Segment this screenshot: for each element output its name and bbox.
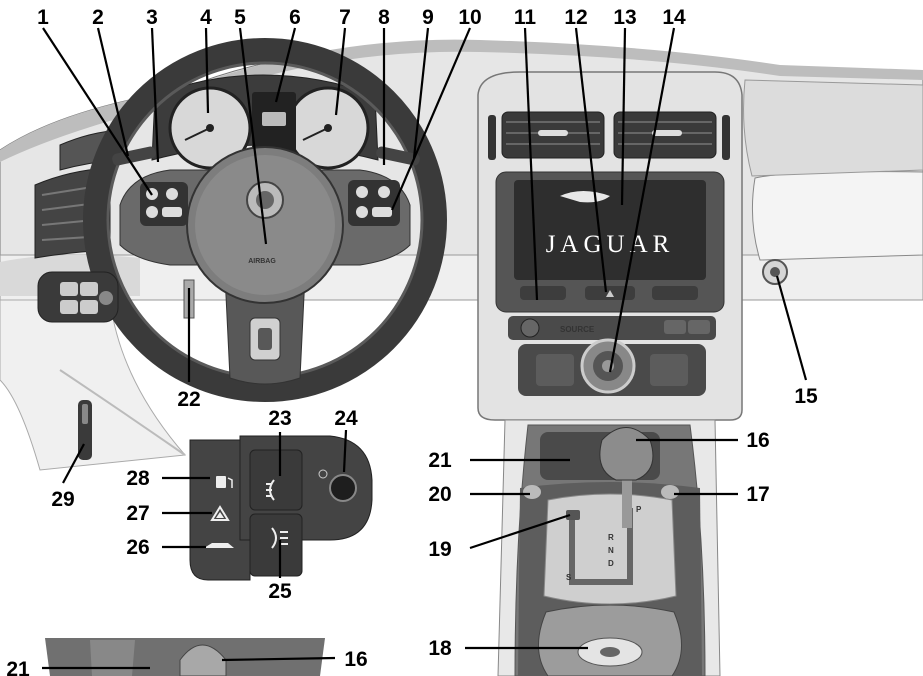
front-fog-lamp-icon xyxy=(266,479,275,501)
switch-pack-inset xyxy=(189,435,373,581)
callout-15: 15 xyxy=(794,385,818,408)
car-boot-icon xyxy=(204,543,234,548)
callout-16-inset: 16 xyxy=(344,648,367,671)
callout-25: 25 xyxy=(268,580,292,603)
callout-2: 2 xyxy=(92,6,104,29)
callout-numbers: 1 2 3 4 5 6 7 8 9 10 11 12 13 14 15 16 1… xyxy=(6,6,818,676)
callout-19: 19 xyxy=(428,538,451,561)
gear-n: N xyxy=(608,546,614,555)
callout-16: 16 xyxy=(746,429,769,452)
source-button-label: SOURCE xyxy=(560,325,595,334)
callout-3: 3 xyxy=(146,6,158,29)
hazard-triangle-icon xyxy=(210,505,230,521)
fuel-pump-icon xyxy=(216,476,233,488)
callout-12: 12 xyxy=(564,6,587,29)
callout-6: 6 xyxy=(289,6,301,29)
callout-1: 1 xyxy=(37,6,49,29)
callout-14: 14 xyxy=(662,6,686,29)
callout-22: 22 xyxy=(177,388,200,411)
right-switch-pack xyxy=(348,180,400,226)
callout-23: 23 xyxy=(268,407,291,430)
dash-lighting-switch xyxy=(37,271,119,323)
callout-4: 4 xyxy=(200,6,212,29)
start-button xyxy=(762,259,788,285)
gear-p: P xyxy=(636,505,642,514)
callout-28: 28 xyxy=(126,467,150,490)
gear-s: S xyxy=(566,573,572,582)
callout-13: 13 xyxy=(613,6,636,29)
callout-7: 7 xyxy=(339,6,351,29)
bottom-inset xyxy=(45,638,325,676)
callout-20: 20 xyxy=(428,483,451,506)
bonnet-release-lever xyxy=(78,400,92,460)
centre-console: JAGUAR SOURCE xyxy=(477,71,743,421)
callout-24: 24 xyxy=(334,407,358,430)
lower-console: P R N D S xyxy=(497,419,721,676)
steering-wheel: AIRBAG xyxy=(83,38,447,402)
gear-d: D xyxy=(608,559,614,568)
callout-17: 17 xyxy=(746,483,769,506)
airbag-label: AIRBAG xyxy=(248,258,276,265)
callout-9: 9 xyxy=(422,6,434,29)
headlamp-dial-icon xyxy=(318,469,357,502)
leader-lines xyxy=(42,27,808,670)
screen-brand-text: JAGUAR xyxy=(546,231,675,258)
jaguar-leaper-icon xyxy=(560,191,610,203)
callout-26: 26 xyxy=(126,536,149,559)
callout-5: 5 xyxy=(234,6,246,29)
callout-8: 8 xyxy=(378,6,390,29)
gear-r: R xyxy=(608,533,614,542)
callout-21-inset: 21 xyxy=(6,658,30,676)
callout-21: 21 xyxy=(428,449,452,472)
rear-fog-lamp-icon xyxy=(271,527,288,549)
callout-11: 11 xyxy=(514,6,537,29)
callout-27: 27 xyxy=(126,502,149,525)
callout-18: 18 xyxy=(428,637,452,660)
callout-10: 10 xyxy=(458,6,481,29)
callout-29: 29 xyxy=(51,488,74,511)
